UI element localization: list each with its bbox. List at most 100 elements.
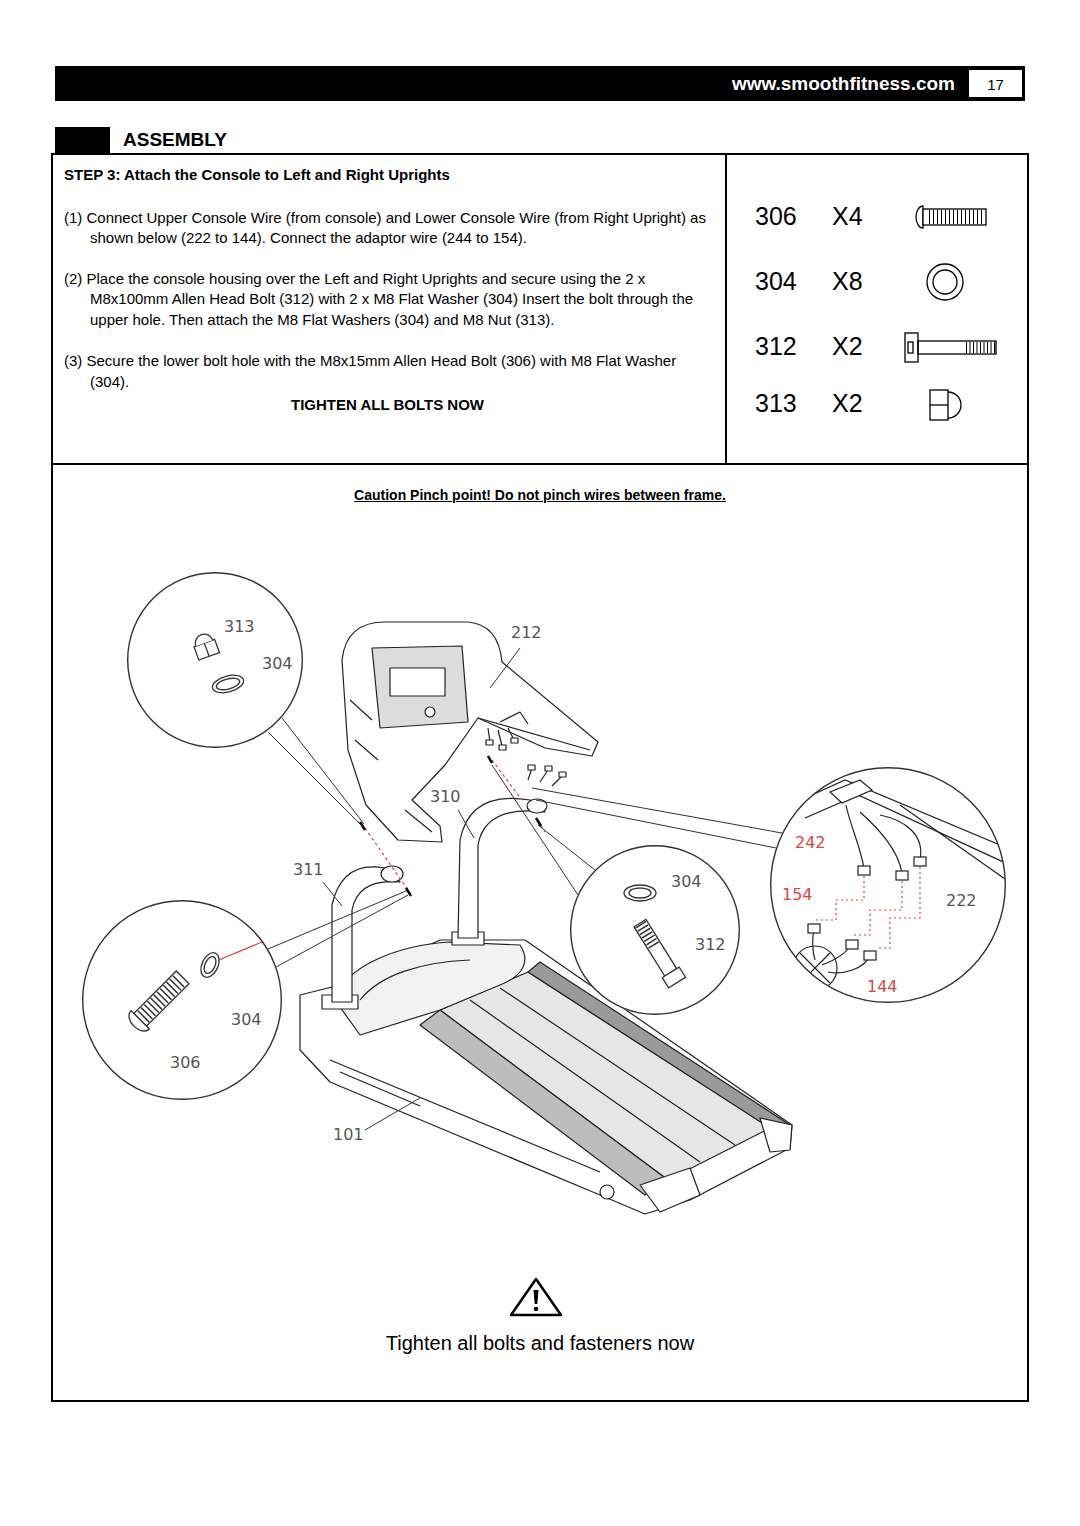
long-bolt-detail	[662, 967, 685, 988]
leader-lines	[268, 648, 782, 1130]
leader-lines	[490, 648, 520, 688]
part-icons	[966, 342, 995, 353]
wire-detail	[846, 940, 858, 949]
part-icons	[948, 392, 961, 418]
zoom-circle-outline	[771, 768, 1006, 1003]
treadmill	[335, 942, 525, 1035]
section-marker	[55, 127, 110, 153]
callout-number: 304	[231, 1011, 262, 1029]
part-icons	[908, 342, 913, 353]
page-number-box: 17	[967, 68, 1024, 99]
part-number: 306	[755, 201, 797, 231]
part-icons	[905, 333, 918, 362]
leader-lines	[536, 800, 776, 848]
nut-detail	[191, 631, 246, 696]
zoom-circle: 304 312	[570, 845, 740, 1015]
bolt-path	[492, 760, 522, 800]
zoom-circle-outline	[570, 845, 740, 1015]
treadmill	[390, 668, 445, 696]
leader-lines	[492, 765, 578, 895]
zoom-circle: 304 306	[82, 900, 282, 1100]
page-number: 17	[969, 73, 1022, 96]
callout-number: 144	[867, 978, 898, 996]
leader-lines	[365, 1098, 420, 1130]
header-bar: 17 www.smoothfitness.com	[55, 66, 1025, 101]
bolt-path	[365, 760, 545, 893]
part-number: 304	[755, 266, 797, 296]
callout-number: 154	[782, 886, 813, 904]
wire-detail	[808, 924, 820, 933]
treadmill	[372, 646, 468, 728]
long-bolt-detail	[624, 885, 686, 988]
zoom-circle: 313 304	[127, 572, 303, 748]
tighten-note: Tighten all bolts and fasteners now	[53, 1331, 1027, 1355]
step-warning: TIGHTEN ALL BOLTS NOW	[64, 395, 711, 416]
callout-number: 242	[795, 834, 826, 852]
callout-number: 311	[292, 861, 325, 879]
website-url: www.smoothfitness.com	[732, 72, 955, 95]
part-icons	[930, 390, 948, 420]
treadmill	[330, 1060, 600, 1172]
part-quantity: X4	[832, 201, 863, 231]
wire-detail	[914, 857, 926, 866]
callout-number: 306	[170, 1054, 201, 1072]
part-icons	[929, 210, 984, 224]
part-quantity: X2	[832, 331, 863, 361]
zoom-circle-fills	[127, 572, 303, 748]
treadmill	[381, 866, 403, 882]
wire-detail	[880, 815, 921, 860]
leader-lines	[323, 882, 342, 906]
zoom-circle-fills	[570, 845, 740, 1015]
treadmill	[488, 728, 562, 786]
zoom-circle-fills	[82, 900, 282, 1100]
bolt-marks	[488, 756, 492, 763]
wire-detail	[830, 780, 872, 803]
bolt-marks	[406, 888, 411, 896]
nut-detail	[210, 672, 245, 696]
long-bolt-detail	[641, 924, 655, 947]
part-icons	[930, 404, 948, 405]
long-bolt-detail	[624, 885, 656, 901]
treadmill	[332, 867, 400, 1002]
treadmill	[458, 798, 545, 938]
nut-detail	[193, 632, 213, 647]
wire-detail	[858, 866, 870, 875]
bolt-path	[365, 828, 410, 893]
long-bolt-detail	[634, 919, 677, 976]
bolt-detail	[125, 968, 192, 1035]
part-icons	[933, 270, 957, 294]
treadmill	[342, 622, 598, 842]
treadmill	[425, 707, 435, 717]
callout-number: 212	[510, 624, 543, 642]
bolt-detail	[143, 979, 181, 1017]
nut-detail	[191, 631, 220, 660]
step-heading: STEP 3: Attach the Console to Left and R…	[64, 165, 711, 186]
nut-detail	[204, 643, 209, 656]
step-instruction: (1) Connect Upper Console Wire (from con…	[64, 208, 711, 249]
treadmill	[600, 1185, 614, 1199]
callout-number: 101	[332, 1126, 365, 1144]
long-bolt-detail	[632, 918, 686, 988]
callout-number: 312	[695, 936, 726, 954]
part-icons	[916, 206, 923, 228]
step-instruction: (2) Place the console housing over the L…	[64, 269, 711, 331]
leader-lines	[458, 810, 474, 838]
wire-detail	[814, 867, 920, 948]
treadmill	[511, 738, 518, 743]
wire-detail	[900, 805, 1012, 884]
zoom-circle-outline	[770, 767, 1006, 1003]
zoom-circle-fills	[770, 767, 1006, 1003]
nut-detail	[215, 676, 241, 692]
illustration-panel: 313304304306304312242154222144Caution Pi…	[51, 463, 1029, 1402]
callout-number: 313	[224, 618, 255, 636]
bolt-marks	[360, 756, 541, 896]
treadmill	[559, 772, 566, 777]
callout-number: 304	[262, 655, 293, 673]
section-marker	[55, 127, 110, 153]
bolt-detail	[125, 1011, 150, 1036]
part-quantity: X8	[832, 266, 863, 296]
bolt-detail	[197, 950, 222, 980]
wire-detail	[793, 946, 837, 990]
callout-number: 304	[671, 873, 702, 891]
